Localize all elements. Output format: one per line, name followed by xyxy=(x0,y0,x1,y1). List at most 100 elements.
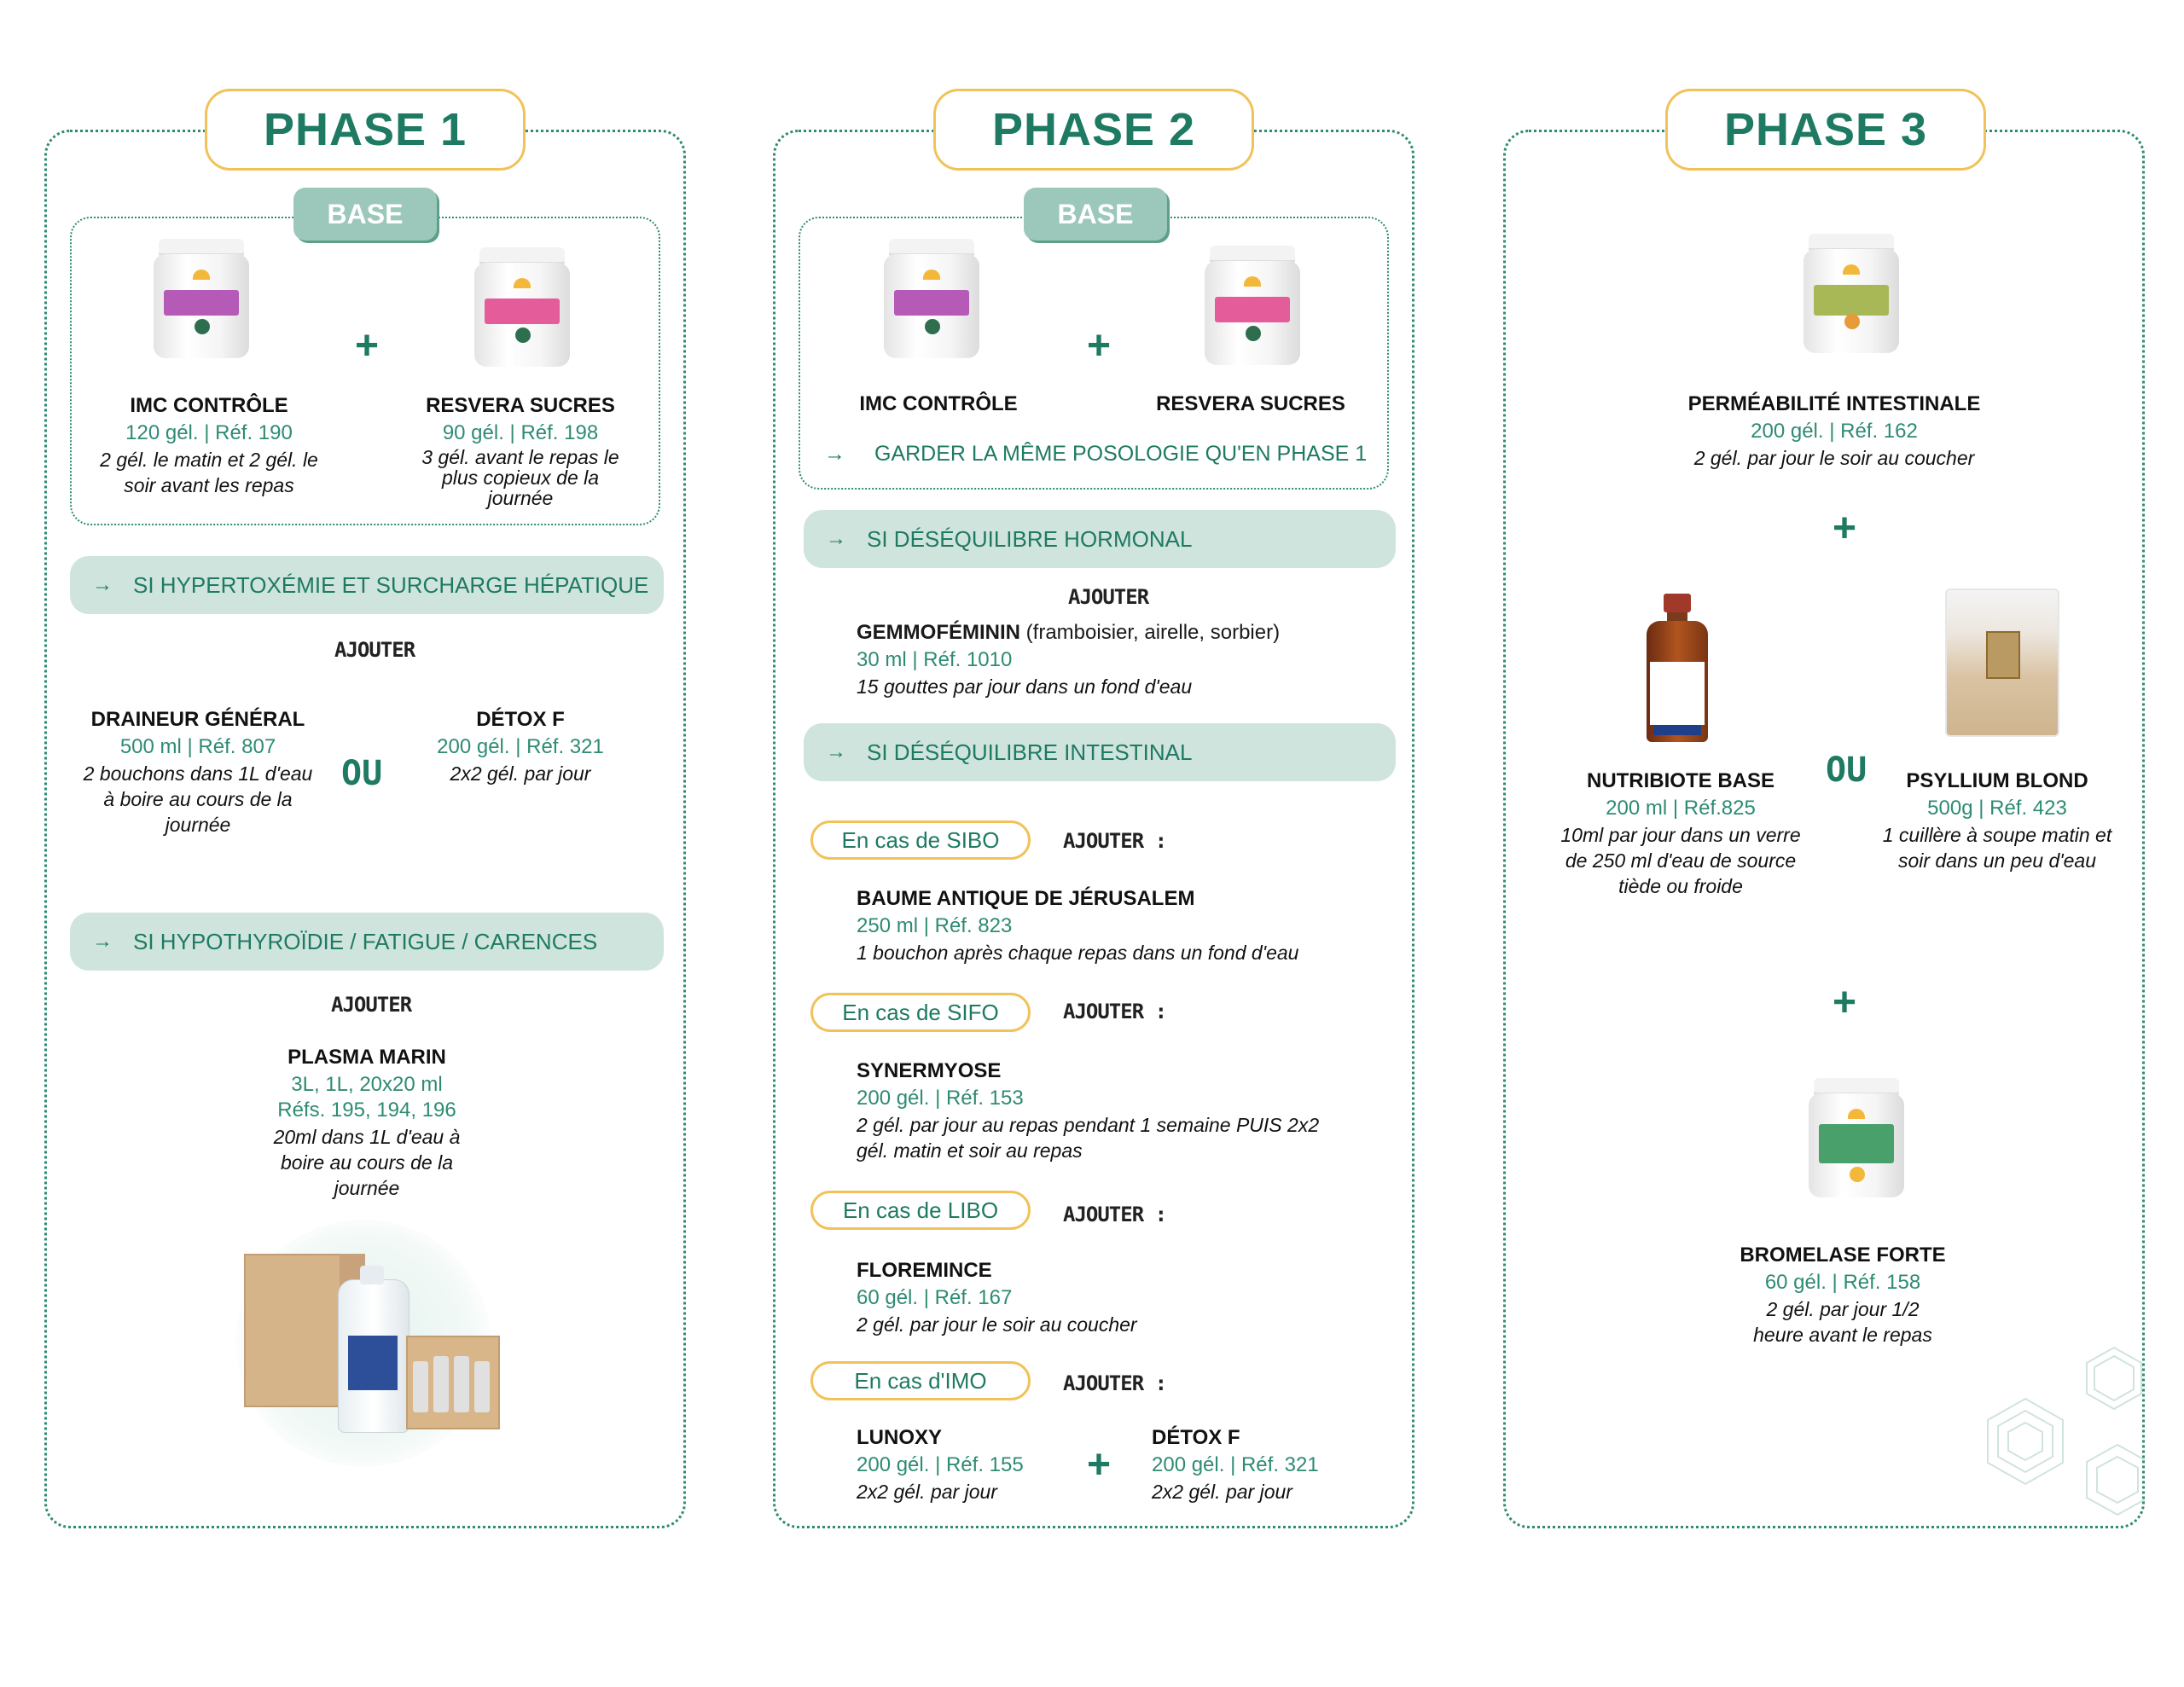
condition-label: SI HYPERTOXÉMIE ET SURCHARGE HÉPATIQUE xyxy=(133,572,649,598)
product-name: IMC CONTRÔLE xyxy=(859,392,1018,415)
product-ref: 200 gél. | Réf. 321 xyxy=(1152,1453,1319,1476)
product-dosage: 2x2 gél. par jour xyxy=(1152,1481,1292,1503)
plus-icon: + xyxy=(1832,980,1857,1025)
ajouter-label: AJOUTER : xyxy=(1063,829,1167,853)
product-ref: 500g | Réf. 423 xyxy=(1927,797,2067,820)
ajouter-label: AJOUTER xyxy=(1068,585,1149,609)
product-ref: 200 gél. | Réf. 162 xyxy=(1751,420,1918,443)
product-ref: 200 gél. | Réf. 155 xyxy=(857,1453,1024,1476)
product-ref: 200 gél. | Réf. 153 xyxy=(857,1087,1024,1110)
product-ref: 30 ml | Réf. 1010 xyxy=(857,648,1013,671)
plus-icon: + xyxy=(1086,323,1112,368)
case-tag-libo: En cas de LIBO xyxy=(810,1191,1031,1230)
ou-label: OU xyxy=(1826,751,1867,790)
imc-controle-jar-image xyxy=(154,239,249,360)
ajouter-label: AJOUTER xyxy=(331,993,412,1017)
product-dosage: 3 gél. avant le repas le plus copieux de… xyxy=(421,446,619,509)
plasma-marin-image xyxy=(218,1211,508,1467)
product-name: DRAINEUR GÉNÉRAL xyxy=(90,708,305,731)
product-name: IMC CONTRÔLE xyxy=(130,394,288,417)
product-name: NUTRIBIOTE BASE xyxy=(1586,769,1774,792)
arrow-right-icon: → xyxy=(826,527,846,550)
nutribiote-bottle-image xyxy=(1645,594,1710,742)
product-ref: 3L, 1L, 20x20 ml xyxy=(291,1073,443,1096)
product-name: PERMÉABILITÉ INTESTINALE xyxy=(1687,392,1981,415)
phase2-title: PHASE 2 xyxy=(933,89,1254,171)
jar-label xyxy=(164,290,239,316)
product-name: FLOREMINCE xyxy=(857,1259,992,1282)
product-name: PSYLLIUM BLOND xyxy=(1906,769,2088,792)
product-ref: 90 gél. | Réf. 198 xyxy=(442,421,599,444)
permeabilite-jar-image xyxy=(1804,234,1899,355)
product-ref: 250 ml | Réf. 823 xyxy=(857,914,1013,937)
arrow-right-icon: → xyxy=(824,442,845,466)
case-tag-sibo: En cas de SIBO xyxy=(810,820,1031,860)
condition-bar-hypothyroidie: → SI HYPOTHYROÏDIE / FATIGUE / CARENCES xyxy=(70,913,664,971)
product-dosage: 1 bouchon après chaque repas dans un fon… xyxy=(857,942,1299,964)
phase2-base-tag: BASE xyxy=(1024,188,1167,241)
product-name: RESVERA SUCRES xyxy=(426,394,615,417)
product-dosage: 2x2 gél. par jour xyxy=(857,1481,997,1503)
product-extra: (framboisier, airelle, sorbier) xyxy=(1020,621,1281,644)
keep-dosage-line: →GARDER LA MÊME POSOLOGIE QU'EN PHASE 1 xyxy=(824,442,1367,467)
arrow-right-icon: → xyxy=(92,573,113,596)
imc-controle-jar-image xyxy=(884,239,979,360)
resvera-sucres-jar-image xyxy=(474,247,570,368)
product-dosage: 2 gél. par jour le soir au coucher xyxy=(857,1313,1137,1336)
product-ref: 200 ml | Réf.825 xyxy=(1606,797,1756,820)
plus-icon: + xyxy=(354,323,380,368)
condition-bar-hypertoxemie: → SI HYPERTOXÉMIE ET SURCHARGE HÉPATIQUE xyxy=(70,556,664,614)
condition-label: SI DÉSÉQUILIBRE INTESTINAL xyxy=(867,739,1193,765)
product-name: LUNOXY xyxy=(857,1426,943,1449)
product-name: SYNERMYOSE xyxy=(857,1059,1002,1082)
product-name: RESVERA SUCRES xyxy=(1156,392,1345,415)
ajouter-label: AJOUTER xyxy=(334,638,415,662)
condition-bar-intestinal: → SI DÉSÉQUILIBRE INTESTINAL xyxy=(804,723,1396,781)
product-name: BAUME ANTIQUE DE JÉRUSALEM xyxy=(857,887,1195,910)
product-ref: 120 gél. | Réf. 190 xyxy=(125,421,293,444)
product-dosage: 2 bouchons dans 1L d'eau à boire au cour… xyxy=(83,762,313,836)
product-dosage: 2 gél. par jour au repas pendant 1 semai… xyxy=(857,1114,1320,1162)
resvera-sucres-jar-image xyxy=(1205,246,1300,367)
product-name: PLASMA MARIN xyxy=(288,1046,446,1069)
condition-bar-hormonal: → SI DÉSÉQUILIBRE HORMONAL xyxy=(804,510,1396,568)
arrow-right-icon: → xyxy=(92,930,113,953)
phase3-title: PHASE 3 xyxy=(1665,89,1986,171)
product-name: GEMMOFÉMININ xyxy=(857,621,1020,644)
product-dosage: 15 gouttes par jour dans un fond d'eau xyxy=(857,675,1193,698)
jar-label xyxy=(1215,297,1290,322)
plus-icon: + xyxy=(1086,1442,1112,1487)
product-dosage: 10ml par jour dans un verre de 250 ml d'… xyxy=(1560,824,1801,897)
jar-label xyxy=(1819,1124,1894,1163)
jar-label xyxy=(894,290,969,316)
hexagon-pattern-decoration xyxy=(1987,1346,2145,1516)
arrow-right-icon: → xyxy=(826,740,846,763)
product-name: BROMELASE FORTE xyxy=(1740,1244,1946,1267)
product-dosage: 1 cuillère à soupe matin et soir dans un… xyxy=(1882,824,2112,872)
gemmofeminin-name-line: GEMMOFÉMININ (framboisier, airelle, sorb… xyxy=(857,621,1280,645)
product-name: DÉTOX F xyxy=(476,708,565,731)
psyllium-bag-image xyxy=(1945,588,2059,737)
phase1-base-tag: BASE xyxy=(293,188,437,241)
product-ref: 60 gél. | Réf. 158 xyxy=(1764,1271,1921,1294)
product-dosage: 20ml dans 1L d'eau à boire au cours de l… xyxy=(273,1126,461,1199)
condition-label: SI DÉSÉQUILIBRE HORMONAL xyxy=(867,526,1193,552)
product-ref: 500 ml | Réf. 807 xyxy=(119,735,276,758)
jar-label xyxy=(485,299,560,324)
case-tag-sifo: En cas de SIFO xyxy=(810,993,1031,1032)
plus-icon: + xyxy=(1832,506,1857,551)
product-dosage: 2 gél. par jour le soir au coucher xyxy=(1693,447,1975,469)
product-name: DÉTOX F xyxy=(1152,1426,1240,1449)
product-dosage: 2 gél. par jour 1/2 heure avant le repas xyxy=(1753,1298,1932,1346)
ajouter-label: AJOUTER : xyxy=(1063,1203,1167,1226)
product-dosage: 2 gél. le matin et 2 gél. le soir avant … xyxy=(100,449,318,496)
phase1-title: PHASE 1 xyxy=(205,89,526,171)
jar-label xyxy=(1814,285,1889,316)
ajouter-label: AJOUTER : xyxy=(1063,1000,1167,1023)
bromelase-jar-image xyxy=(1809,1078,1904,1199)
product-dosage: 2x2 gél. par jour xyxy=(450,762,591,785)
ajouter-label: AJOUTER : xyxy=(1063,1371,1167,1395)
product-ref: 200 gél. | Réf. 321 xyxy=(437,735,604,758)
case-tag-imo: En cas d'IMO xyxy=(810,1361,1031,1400)
product-ref: 60 gél. | Réf. 167 xyxy=(857,1286,1013,1309)
